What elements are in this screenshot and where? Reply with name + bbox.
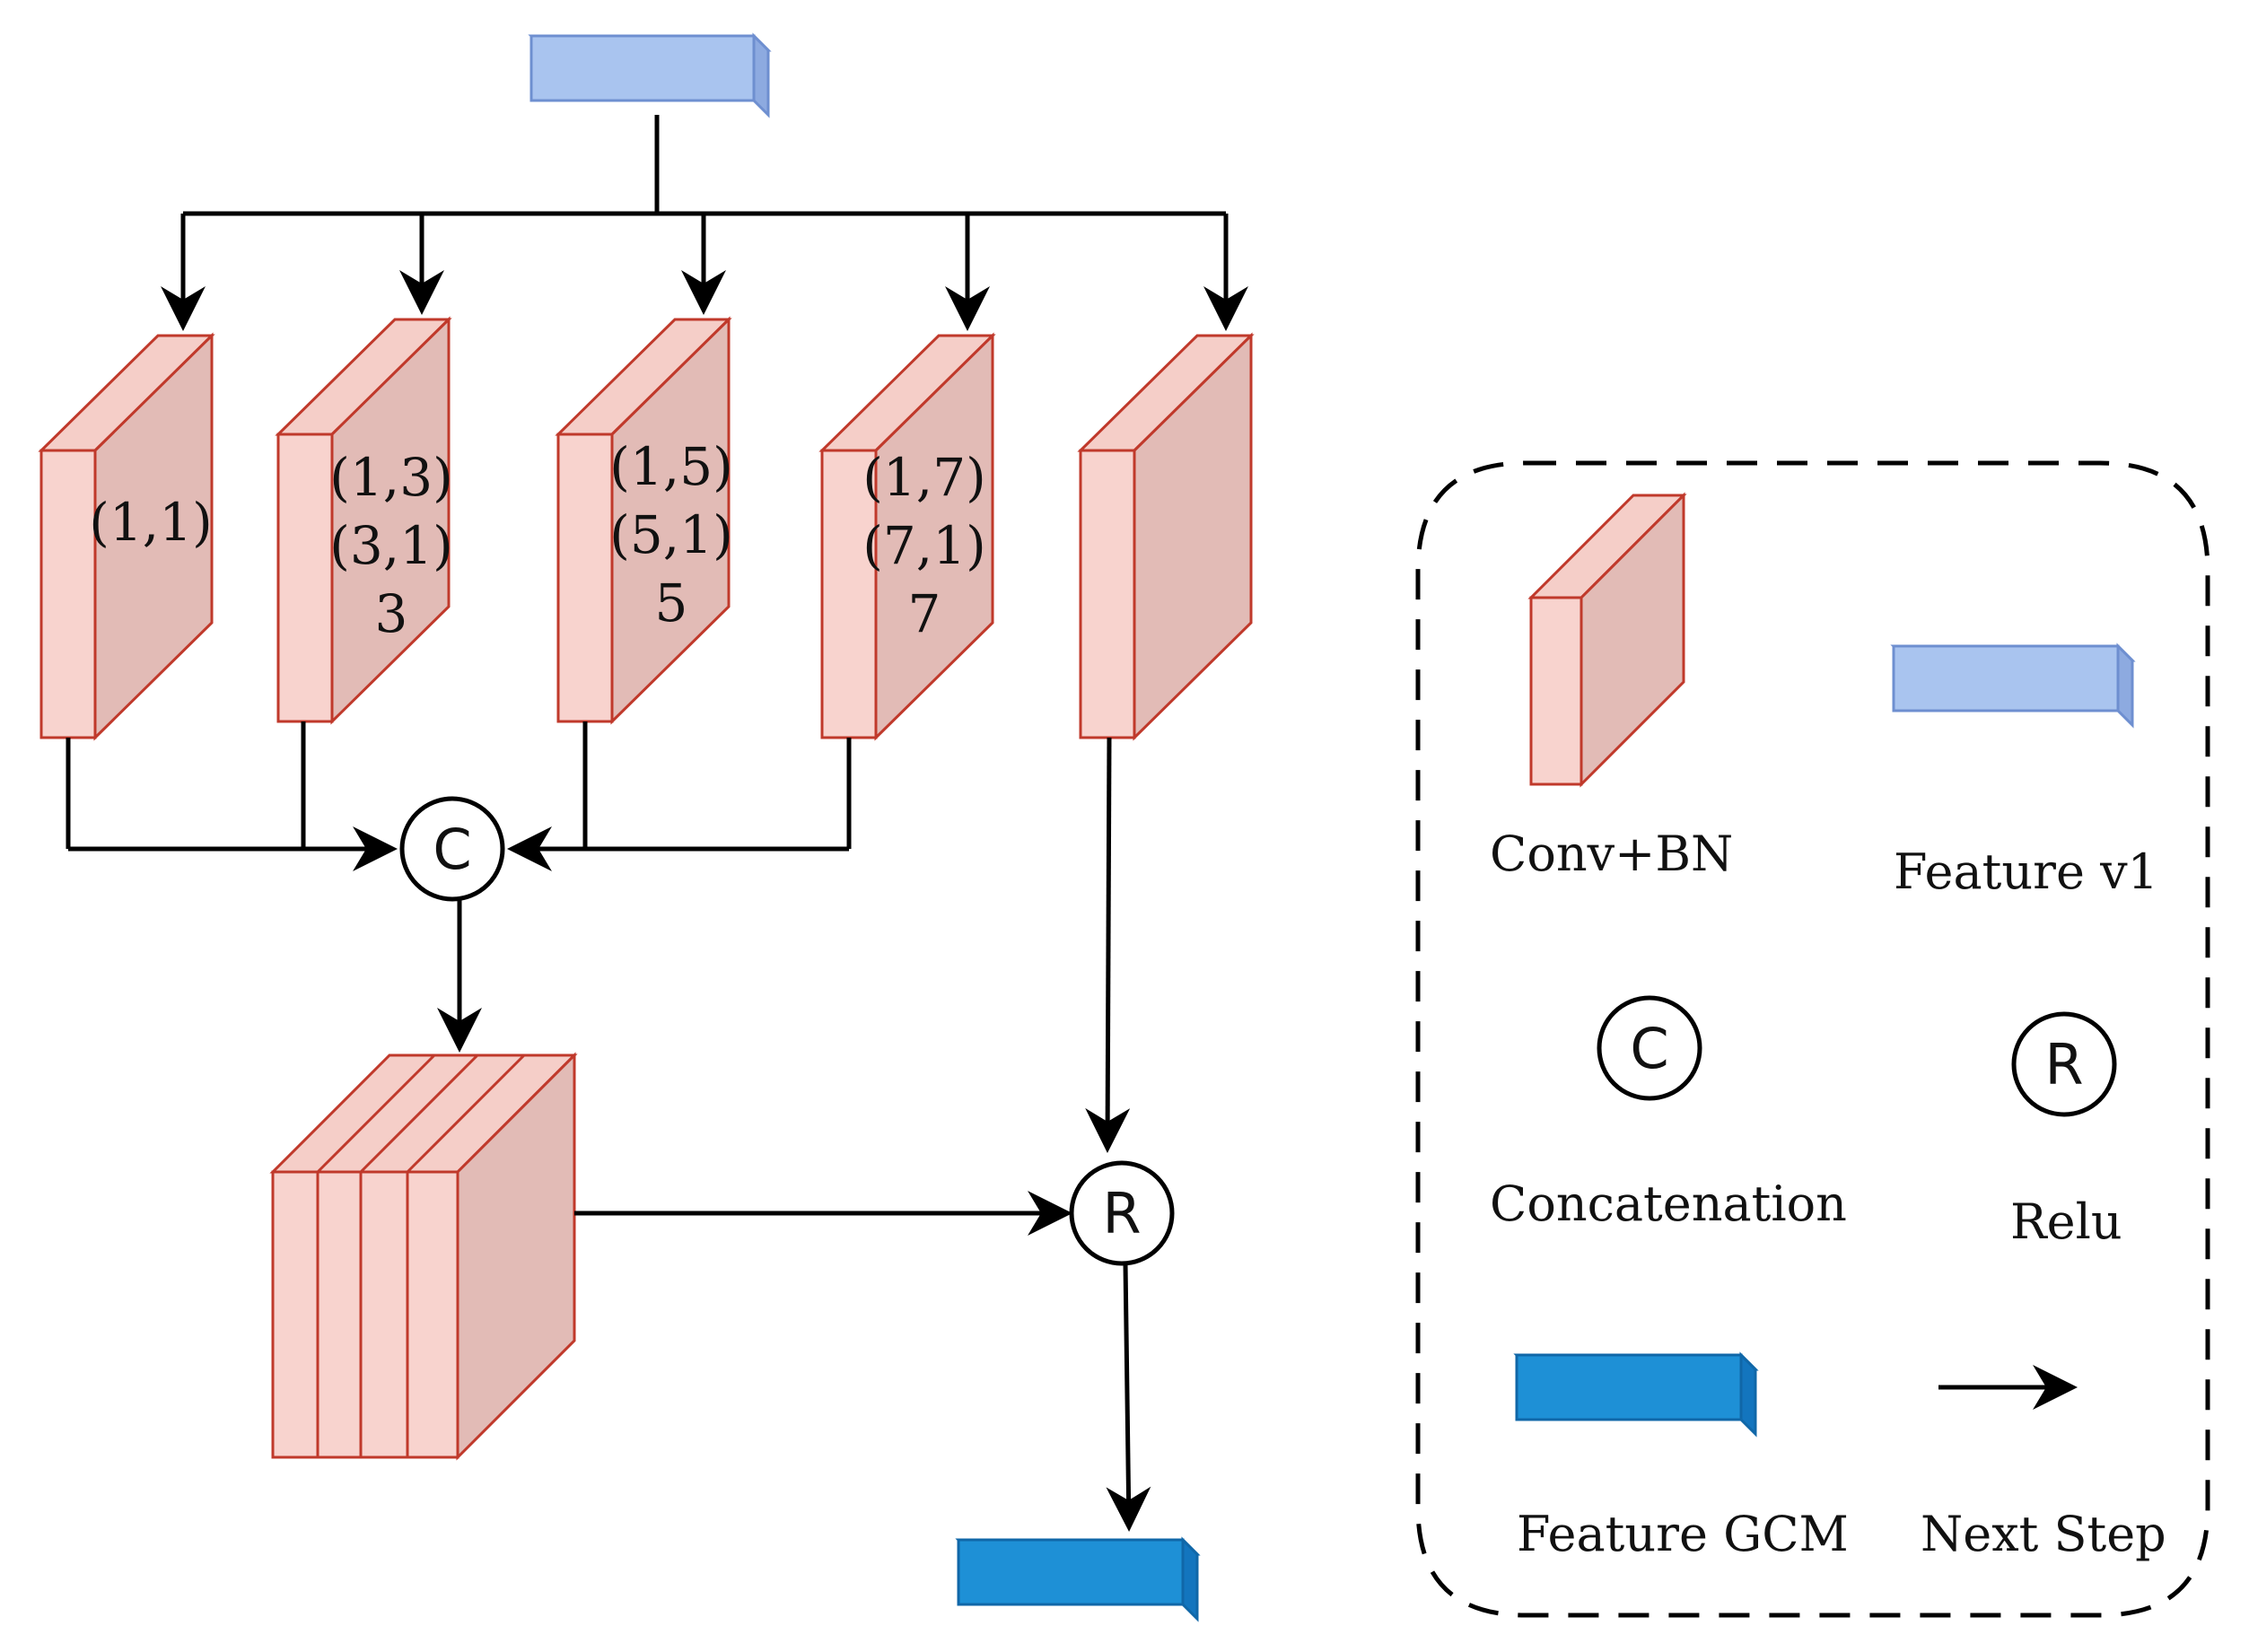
legend-conv-bn-label: Conv+BN [1490, 826, 1733, 882]
conv-branch-1x1: (1,1) [38, 332, 215, 741]
branch-to-concat-arrows [66, 721, 852, 871]
branch-4-label-line-3: 7 [908, 583, 941, 644]
branch-3-label-line-3: 5 [655, 573, 688, 634]
relu-to-output-arrow [1106, 1263, 1151, 1532]
concatenation-operator: C [399, 796, 505, 902]
legend-concatenation-label: Concatenation [1490, 1176, 1847, 1232]
branch-3-label-line-1: (1,5) [609, 436, 733, 497]
input-distribution-arrows [161, 115, 1248, 331]
legend-border [1415, 460, 2210, 1618]
concatenated-stack-block [269, 1052, 578, 1461]
legend: Conv+BN Feature v1 C Concatenation R Rel… [1415, 460, 2210, 1618]
conv-branch-7: (1,7) (7,1) 7 [818, 332, 996, 741]
legend-concatenation-icon: C [1597, 995, 1702, 1101]
legend-next-step-label: Next Step [1921, 1506, 2166, 1562]
branch-3-label-line-2: (5,1) [609, 504, 733, 565]
legend-conv-bn-icon [1527, 492, 1687, 788]
output-feature-gcm-block [955, 1536, 1201, 1622]
to-relu-arrows [574, 737, 1131, 1236]
legend-relu-symbol: R [2044, 1032, 2083, 1097]
legend-feature-gcm-label: Feature GCM [1517, 1506, 1849, 1562]
legend-feature-v1-icon [1890, 642, 2136, 729]
branch-4-label-line-1: (1,7) [862, 447, 986, 508]
legend-feature-gcm-icon [1513, 1351, 1759, 1438]
legend-feature-v1-label: Feature v1 [1894, 843, 2158, 900]
relu-symbol: R [1102, 1181, 1141, 1246]
relu-operator: R [1069, 1160, 1175, 1266]
legend-relu-label: Relu [2010, 1193, 2122, 1250]
conv-branch-residual [1077, 332, 1255, 741]
branch-2-label-line-2: (3,1) [329, 515, 453, 576]
conv-branch-5: (1,5) (5,1) 5 [555, 316, 733, 725]
concat-symbol: C [433, 817, 471, 882]
branch-2-label-line-3: 3 [375, 583, 408, 644]
input-feature-v1-block [528, 32, 772, 118]
conv-branch-3: (1,3) (3,1) 3 [275, 316, 453, 725]
branch-4-label-line-2: (7,1) [862, 515, 986, 576]
branch-1-label-line-1: (1,1) [89, 492, 213, 553]
legend-concat-symbol: C [1630, 1016, 1668, 1081]
branch-2-label-line-1: (1,3) [329, 447, 453, 508]
legend-relu-icon: R [2011, 1011, 2117, 1117]
